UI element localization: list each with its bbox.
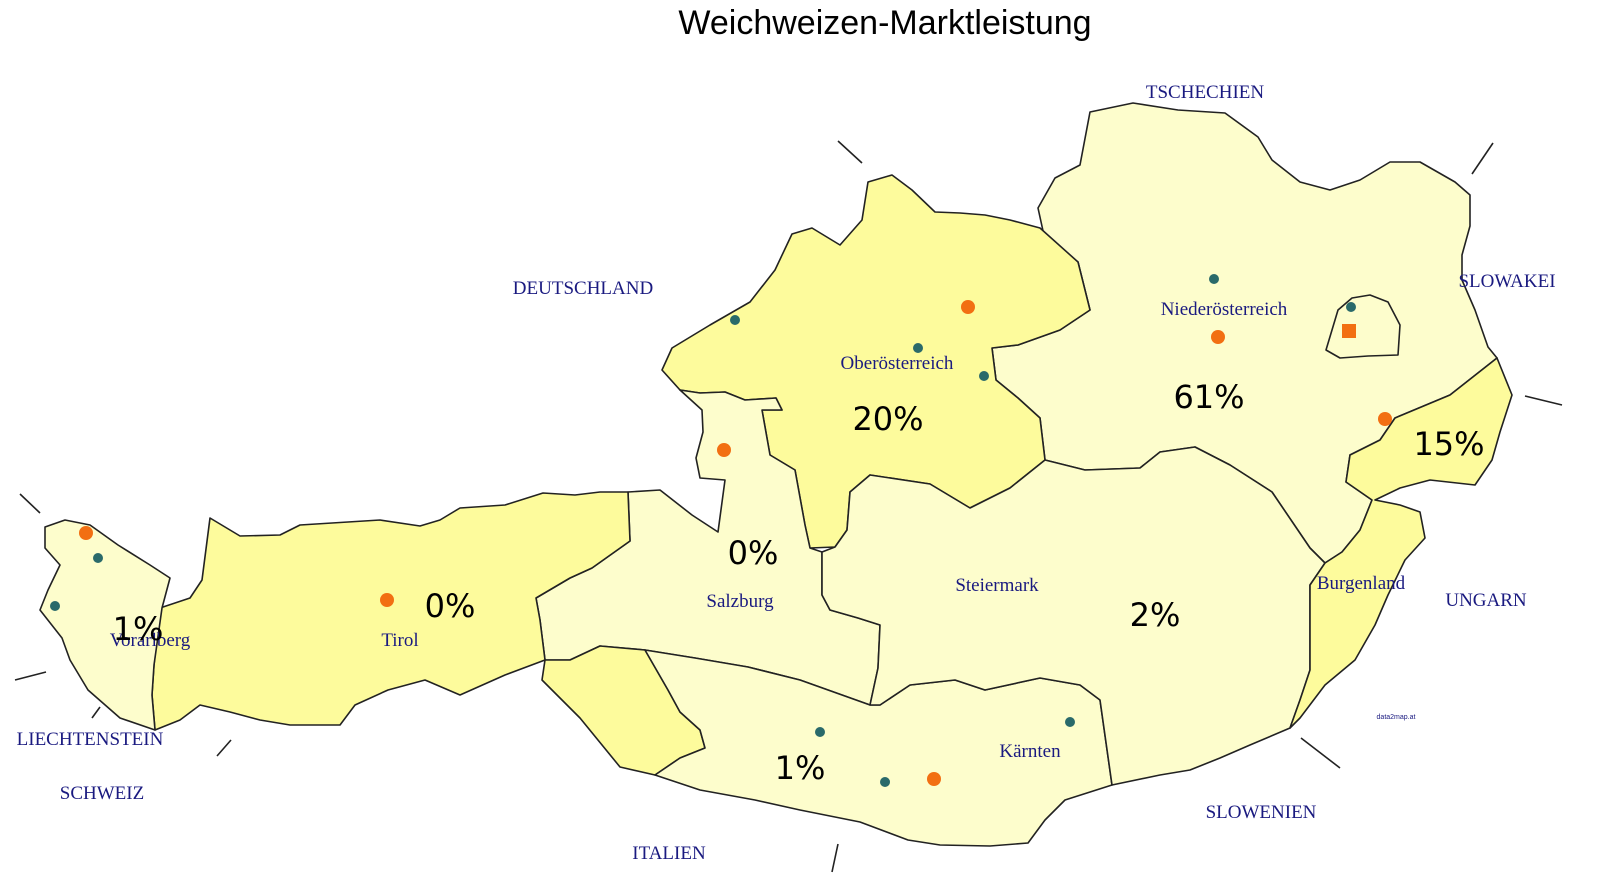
share-label-oberoesterreich: 20% [852,400,923,438]
neighbor-tschechien: TSCHECHIEN [1146,82,1265,103]
border-tick [1471,142,1494,175]
teal-dot-marker[interactable] [1065,717,1075,727]
share-label-tirol: 0% [425,587,476,625]
teal-dot-marker[interactable] [730,315,740,325]
region-steiermark[interactable] [821,446,1326,786]
region-label-oberoesterreich: Oberösterreich [841,353,954,374]
neighbor-liechtenstein: LIECHTENSTEIN [17,729,164,750]
teal-dot-marker[interactable] [979,371,989,381]
region-label-kaernten: Kärnten [999,741,1061,762]
share-label-kaernten: 1% [775,749,826,787]
neighbor-deutschland: DEUTSCHLAND [513,278,653,299]
region-tirol[interactable] [151,491,631,731]
border-tick [1300,737,1341,769]
border-tick [837,140,863,164]
border-ticks [14,140,1563,873]
orange-dot-marker[interactable] [927,772,941,786]
region-labels: Vorarlberg Tirol Salzburg Oberösterreich… [110,299,1406,762]
orange-dot-marker[interactable] [380,593,394,607]
share-label-vorarlberg: 1% [113,610,164,648]
orange-dot-marker[interactable] [79,526,93,540]
orange-dot-marker[interactable] [1378,412,1392,426]
region-label-niederoesterreich: Niederösterreich [1161,299,1288,320]
neighbor-ungarn: UNGARN [1445,590,1527,611]
border-tick [216,739,232,757]
neighbor-italien: ITALIEN [632,843,706,864]
orange-dot-marker[interactable] [961,300,975,314]
region-label-salzburg: Salzburg [706,591,774,612]
teal-dot-marker[interactable] [815,727,825,737]
map-title: Weichweizen-Marktleistung [678,4,1091,42]
border-tick [91,706,101,719]
border-tick [1524,395,1563,406]
region-vorarlberg[interactable] [39,519,171,731]
teal-dot-marker[interactable] [913,343,923,353]
teal-dot-marker[interactable] [880,777,890,787]
watermark: data2map.at [1377,714,1416,721]
border-tick [831,843,839,873]
share-labels: 1% 0% 0% 20% 61% 15% 2% 1% [113,378,1485,787]
border-tick [19,493,41,514]
share-label-burgenland: 15% [1413,425,1484,463]
share-label-steiermark: 2% [1130,596,1181,634]
region-label-tirol: Tirol [381,630,418,651]
region-wien[interactable] [1325,294,1401,359]
teal-dot-marker[interactable] [93,553,103,563]
region-burgenland[interactable] [1289,357,1513,729]
orange-dot-marker[interactable] [1211,330,1225,344]
share-label-niederoesterreich: 61% [1173,378,1244,416]
markers [50,274,1392,787]
region-label-vorarlberg: Vorarlberg [110,630,191,651]
border-tick [14,671,47,681]
orange-dot-marker[interactable] [717,443,731,457]
teal-dot-marker[interactable] [1209,274,1219,284]
neighbor-schweiz: SCHWEIZ [60,783,144,804]
teal-dot-marker[interactable] [1346,302,1356,312]
region-label-burgenland: Burgenland [1317,573,1406,594]
share-label-salzburg: 0% [728,534,779,572]
region-label-steiermark: Steiermark [955,575,1039,596]
neighbor-slowakei: SLOWAKEI [1458,271,1555,292]
orange-square-marker[interactable] [1342,324,1356,338]
neighbor-slowenien: SLOWENIEN [1206,802,1317,823]
neighbor-labels: TSCHECHIEN DEUTSCHLAND SLOWAKEI UNGARN S… [17,82,1556,864]
teal-dot-marker[interactable] [50,601,60,611]
